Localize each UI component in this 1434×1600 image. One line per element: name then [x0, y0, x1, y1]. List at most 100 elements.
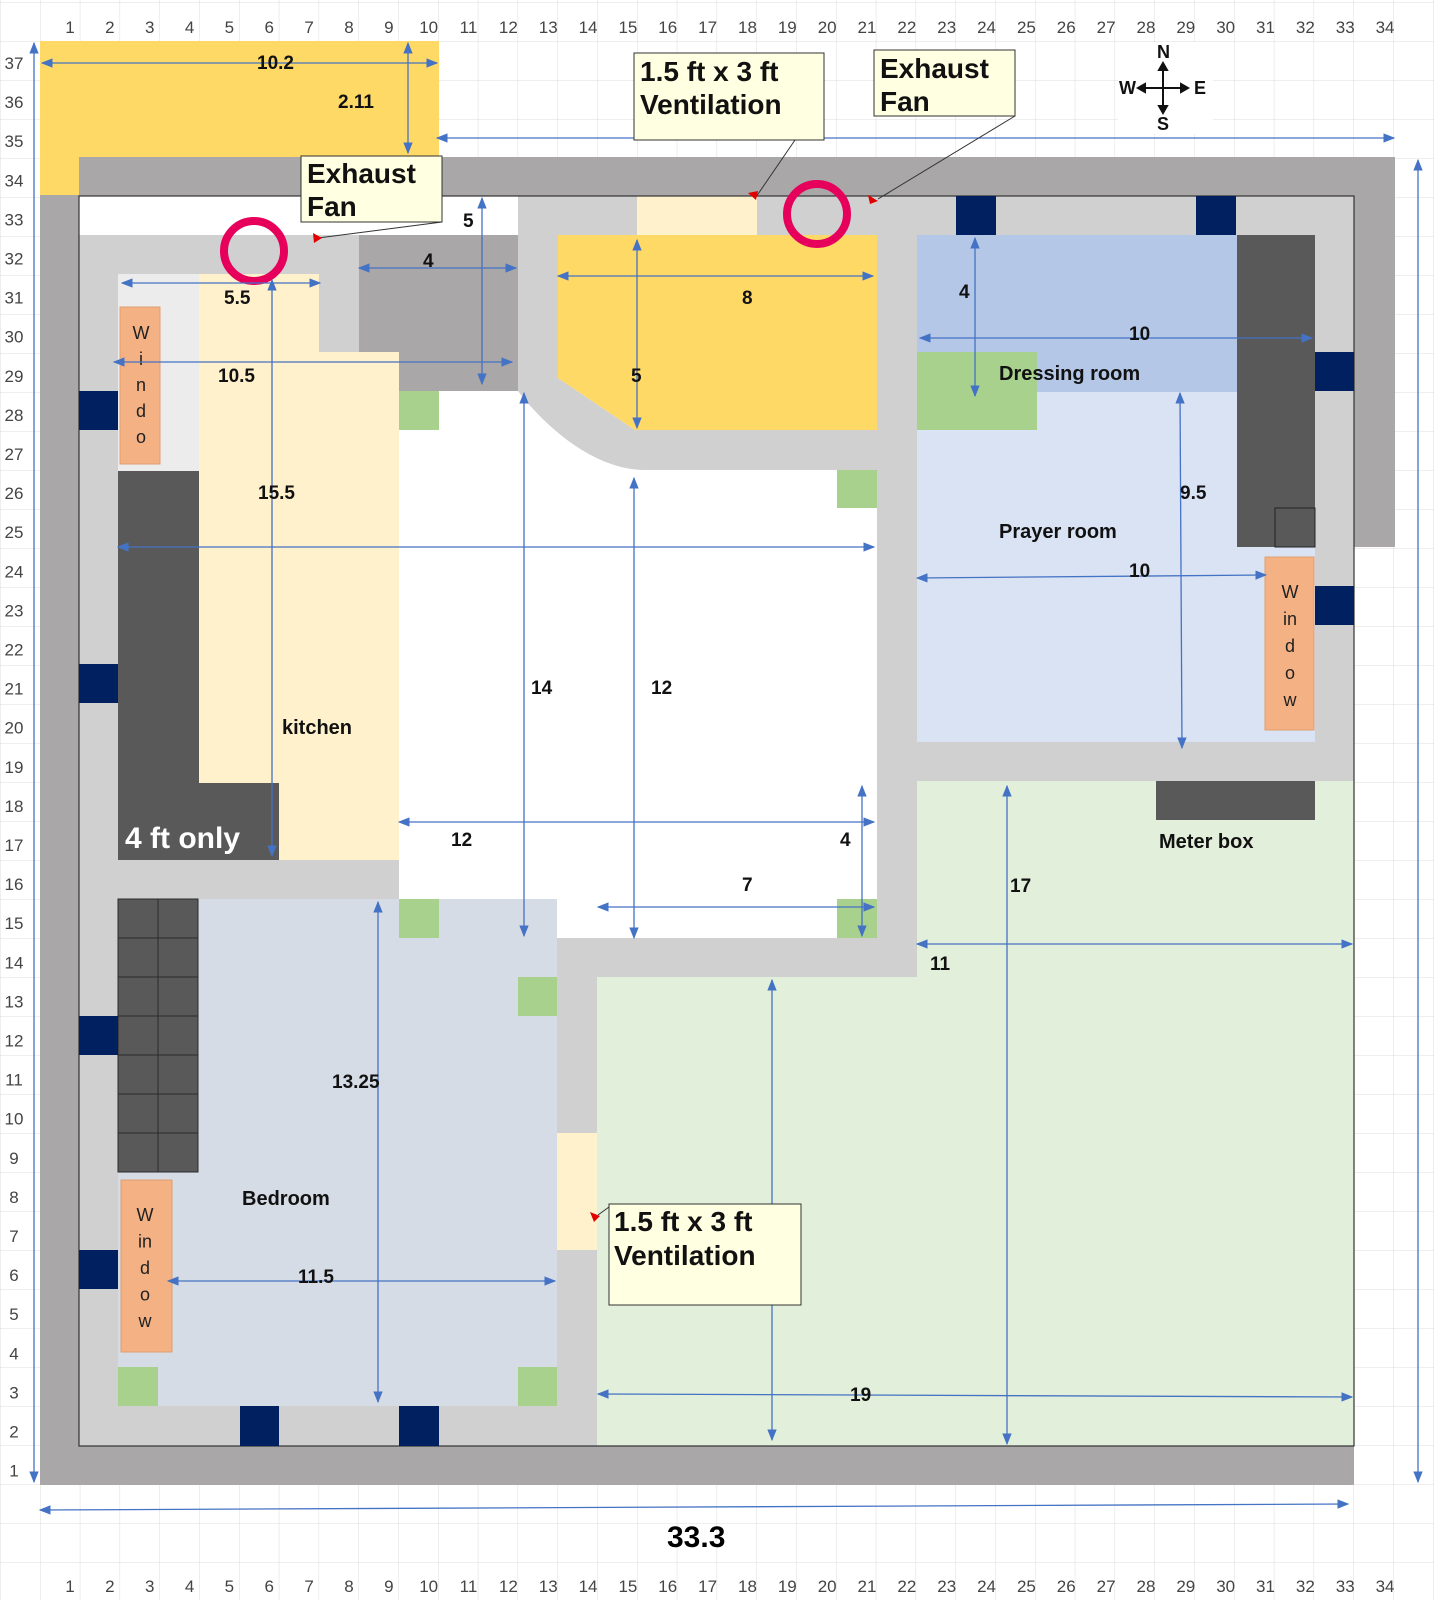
- column-number: 22: [897, 1577, 916, 1596]
- room-label-dressing-room: Dressing room: [999, 363, 1140, 385]
- wardrobe-cell: [117, 1093, 159, 1134]
- row-number: 5: [9, 1305, 18, 1324]
- row-number: 8: [9, 1188, 18, 1207]
- wardrobe-cell: [117, 1015, 159, 1056]
- row-number: 24: [5, 562, 24, 581]
- column-number: 20: [818, 18, 837, 37]
- callout-exhaust-fan-north: Exhaust Fan: [868, 49, 1016, 204]
- window-letter: i: [139, 349, 143, 369]
- column-number: 20: [818, 1577, 837, 1596]
- row-number: 37: [5, 54, 24, 73]
- callout-ventilation-top: 1.5 ft x 3 ft Ventilation: [633, 52, 825, 200]
- dim-dressing-depth: 4: [959, 282, 970, 303]
- wardrobe-cell: [117, 898, 159, 939]
- column-number: 12: [499, 18, 518, 37]
- inner-wall: [79, 860, 399, 899]
- wardrobe-cell: [117, 937, 159, 978]
- top-wall-strip: [79, 157, 1354, 196]
- window-letter: d: [1285, 636, 1295, 656]
- compass-north: N: [1157, 42, 1170, 62]
- column-number: 17: [698, 18, 717, 37]
- column-number: 14: [579, 18, 598, 37]
- column-number: 34: [1376, 1577, 1395, 1596]
- dim-prayer-length: 9.5: [1180, 483, 1207, 504]
- ventilation-opening-bedroom: [557, 1133, 597, 1250]
- row-number: 29: [5, 367, 24, 386]
- window-letter: in: [138, 1232, 152, 1252]
- dim-kitchen-width: 10.5: [218, 366, 255, 387]
- column-number: 3: [145, 18, 154, 37]
- row-number: 10: [5, 1110, 24, 1129]
- wardrobe-cell: [157, 1093, 199, 1134]
- window-letter: o: [140, 1285, 150, 1305]
- column-number: 32: [1296, 1577, 1315, 1596]
- window-letter: d: [140, 1258, 150, 1278]
- callout-exhaust-fan-west: Exhaust Fan: [300, 155, 443, 243]
- inner-wall: [79, 235, 118, 1446]
- column-number: 10: [419, 18, 438, 37]
- dim-east-width-top: 11: [930, 954, 951, 975]
- curved-wall: [518, 378, 877, 470]
- row-number: 6: [9, 1266, 18, 1285]
- row-number: 19: [5, 758, 24, 777]
- row-number: 35: [5, 132, 24, 151]
- column-number: 7: [304, 1577, 313, 1596]
- bedroom-wardrobe: [117, 898, 199, 1173]
- callout-line: Ventilation: [614, 1240, 756, 1271]
- column-number: 6: [265, 1577, 274, 1596]
- column-number: 14: [579, 1577, 598, 1596]
- column-number: 6: [265, 18, 274, 37]
- wardrobe-cell: [157, 898, 199, 939]
- column-number: 13: [539, 1577, 558, 1596]
- outer-wall-bottom: [40, 1446, 1354, 1485]
- callout-line: 1.5 ft x 3 ft: [614, 1206, 752, 1237]
- dim-hall-bottom: 7: [742, 875, 753, 896]
- row-number: 13: [5, 992, 24, 1011]
- row-number: 22: [5, 641, 24, 660]
- dim-hall-side: 4: [840, 830, 851, 851]
- inner-wall: [79, 1406, 597, 1446]
- column-number: 27: [1097, 18, 1116, 37]
- column-number: 9: [384, 18, 393, 37]
- inner-wall: [877, 196, 917, 977]
- row-number: 34: [5, 171, 24, 190]
- column-number: 19: [778, 1577, 797, 1596]
- column-number: 18: [738, 18, 757, 37]
- dim-dressing-width: 10: [1129, 324, 1150, 345]
- window-letter: d: [136, 401, 146, 421]
- column-number: 30: [1216, 1577, 1235, 1596]
- row-number: 33: [5, 210, 24, 229]
- column-number: 3: [145, 1577, 154, 1596]
- column-number: 5: [225, 1577, 234, 1596]
- dim-overall-width: 33.3: [667, 1521, 725, 1554]
- column-number: 9: [384, 1577, 393, 1596]
- column-number: 4: [185, 1577, 194, 1596]
- column-number: 26: [1057, 18, 1076, 37]
- bath-room: [558, 235, 877, 430]
- wardrobe-cell: [117, 976, 159, 1017]
- dim-hall-length-inner: 12: [651, 678, 672, 699]
- room-label-kitchen: kitchen: [282, 717, 352, 739]
- column-number: 8: [344, 1577, 353, 1596]
- dim-bath-width: 8: [742, 288, 753, 309]
- inner-wall: [79, 235, 359, 274]
- column-number: 28: [1136, 1577, 1155, 1596]
- column-number: 1: [65, 1577, 74, 1596]
- dim-passage-width: 4: [423, 251, 434, 272]
- row-number: 26: [5, 484, 24, 503]
- four-ft-only-label: 4 ft only: [125, 822, 240, 855]
- inner-wall: [557, 938, 917, 977]
- row-number: 27: [5, 445, 24, 464]
- column-number: 15: [618, 1577, 637, 1596]
- window-letter: n: [136, 375, 146, 395]
- column-number: 18: [738, 1577, 757, 1596]
- row-number: 1: [9, 1462, 18, 1481]
- row-number: 18: [5, 797, 24, 816]
- column-number: 13: [539, 18, 558, 37]
- dimension-arrows: [29, 41, 1423, 1515]
- wardrobe-cell: [117, 1054, 159, 1095]
